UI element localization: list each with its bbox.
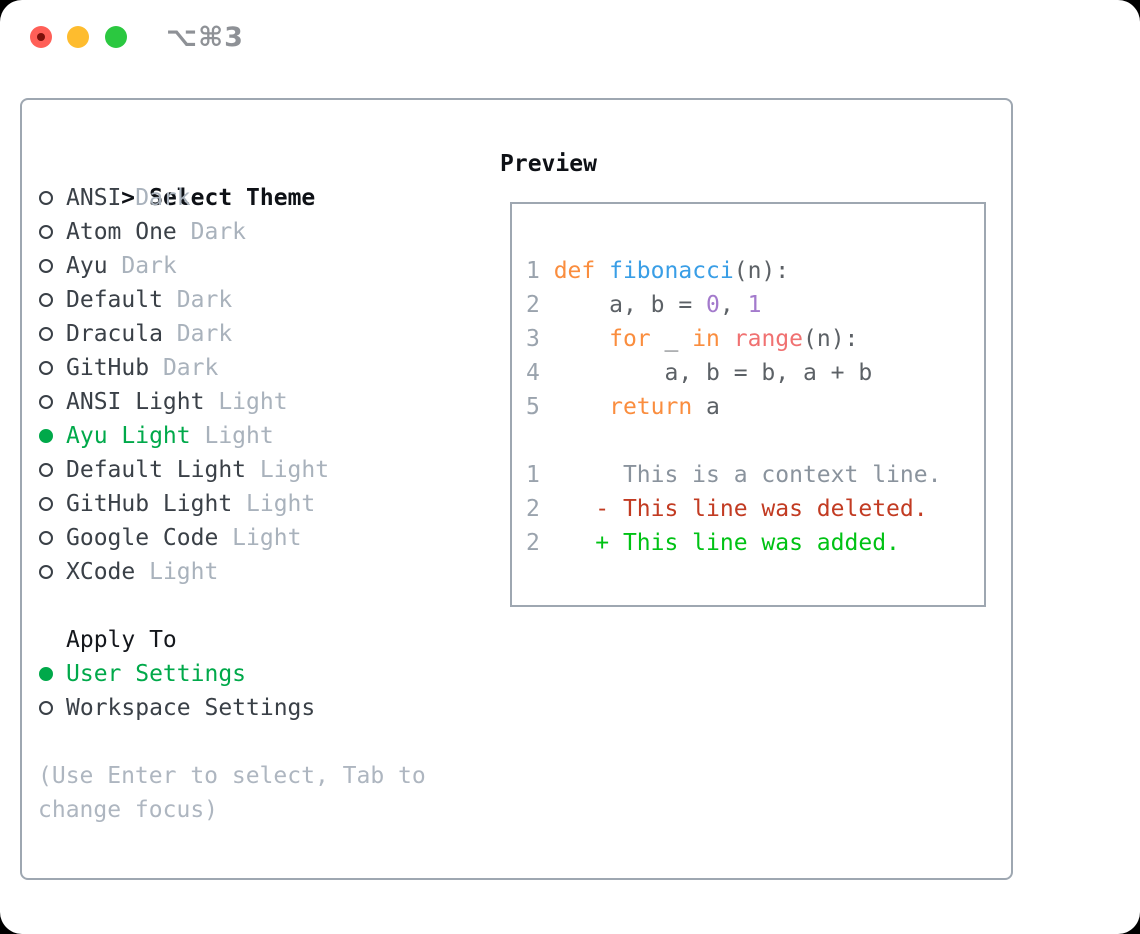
apply-option-workspace-settings[interactable]: Workspace Settings [38,691,478,725]
spacer [38,725,478,759]
item-label: XCode [66,559,136,585]
item-label: Dracula [66,321,163,347]
theme-item-google-code[interactable]: Google Code Light [38,521,478,555]
unsaved-dot-icon [37,33,45,41]
radio-unselected-icon [39,361,53,375]
item-variant-tag: Dark [107,253,177,279]
item-variant-tag: Light [135,559,219,585]
item-label: Workspace Settings [66,695,316,721]
radio-unselected-icon [39,191,53,205]
item-label: Ayu Light [66,423,191,449]
code-line: 5 return a [526,394,720,420]
radio-unselected-icon [39,327,53,341]
radio-unselected-icon [39,293,53,307]
item-variant-tag: Dark [162,321,233,347]
item-label: GitHub Light [66,491,233,517]
maximize-button[interactable] [105,26,127,48]
code-line: 3 for _ in range(n): [526,326,859,352]
hint-line-1: (Use Enter to select, Tab to [38,763,426,789]
radio-unselected-icon [39,565,53,579]
radio-unselected-icon [39,497,53,511]
blank-line [526,424,984,458]
radio-unselected-icon [39,259,53,273]
item-variant-tag: Light [190,423,274,449]
diff-line: 2 - This line was deleted. [526,496,928,522]
cursor-icon: > [121,185,135,211]
theme-item-github-light[interactable]: GitHub Light Light [38,487,478,521]
item-label: Default [66,287,163,313]
theme-item-xcode[interactable]: XCode Light [38,555,478,589]
item-label: GitHub [66,355,150,381]
item-variant-tag: Dark [149,355,219,381]
theme-list-header: > Select Theme [38,147,478,211]
radio-unselected-icon [39,395,53,409]
radio-selected-icon [39,429,53,443]
item-label: ANSI [66,185,122,211]
item-variant-tag: Light [218,525,302,551]
theme-item-ayu[interactable]: Ayu Dark [38,249,478,283]
theme-item-atom-one[interactable]: Atom One Dark [38,215,478,249]
hint-line-2: change focus) [38,797,219,823]
apply-to-header: Apply To [66,627,177,653]
radio-unselected-icon [39,531,53,545]
item-label: Google Code [66,525,219,551]
item-variant-tag: Light [246,457,330,483]
radio-selected-icon [39,667,53,681]
diff-line: 2 + This line was added. [526,530,900,556]
code-line: 4 a, b = b, a + b [526,360,873,386]
item-label: Default Light [66,457,247,483]
code-preview: 1 def fibonacci(n): 2 a, b = 0, 1 3 for _ … [512,204,984,560]
preview-title: Preview [500,151,597,177]
theme-item-ansi-light[interactable]: ANSI Light Light [38,385,478,419]
diff-line: 1 This is a context line. [526,462,942,488]
close-button[interactable] [30,26,52,48]
code-line: 1 def fibonacci(n): [526,258,790,284]
radio-unselected-icon [39,225,53,239]
code-line: 2 a, b = 0, 1 [526,292,762,318]
theme-item-ansi[interactable]: ANSI Dark [38,181,478,215]
item-variant-tag: Dark [121,185,191,211]
item-label: Atom One [66,219,177,245]
theme-list-title: Select Theme [149,185,316,211]
theme-item-default[interactable]: Default Dark [38,283,478,317]
item-variant-tag: Light [204,389,288,415]
item-label: User Settings [66,661,247,687]
spacer [38,589,478,623]
minimize-button[interactable] [67,26,89,48]
window-title: ⌥⌘3 [166,22,244,53]
theme-item-dracula[interactable]: Dracula Dark [38,317,478,351]
radio-unselected-icon [39,463,53,477]
apply-option-user-settings[interactable]: User Settings [38,657,478,691]
item-label: Ayu [66,253,108,279]
item-label: ANSI Light [66,389,205,415]
theme-item-default-light[interactable]: Default Light Light [38,453,478,487]
preview-box: 1 def fibonacci(n): 2 a, b = 0, 1 3 for _ … [510,202,986,607]
radio-unselected-icon [39,701,53,715]
item-variant-tag: Light [232,491,316,517]
theme-item-github[interactable]: GitHub Dark [38,351,478,385]
item-variant-tag: Dark [162,287,233,313]
item-variant-tag: Dark [176,219,247,245]
theme-item-ayu-light[interactable]: Ayu Light Light [38,419,478,453]
